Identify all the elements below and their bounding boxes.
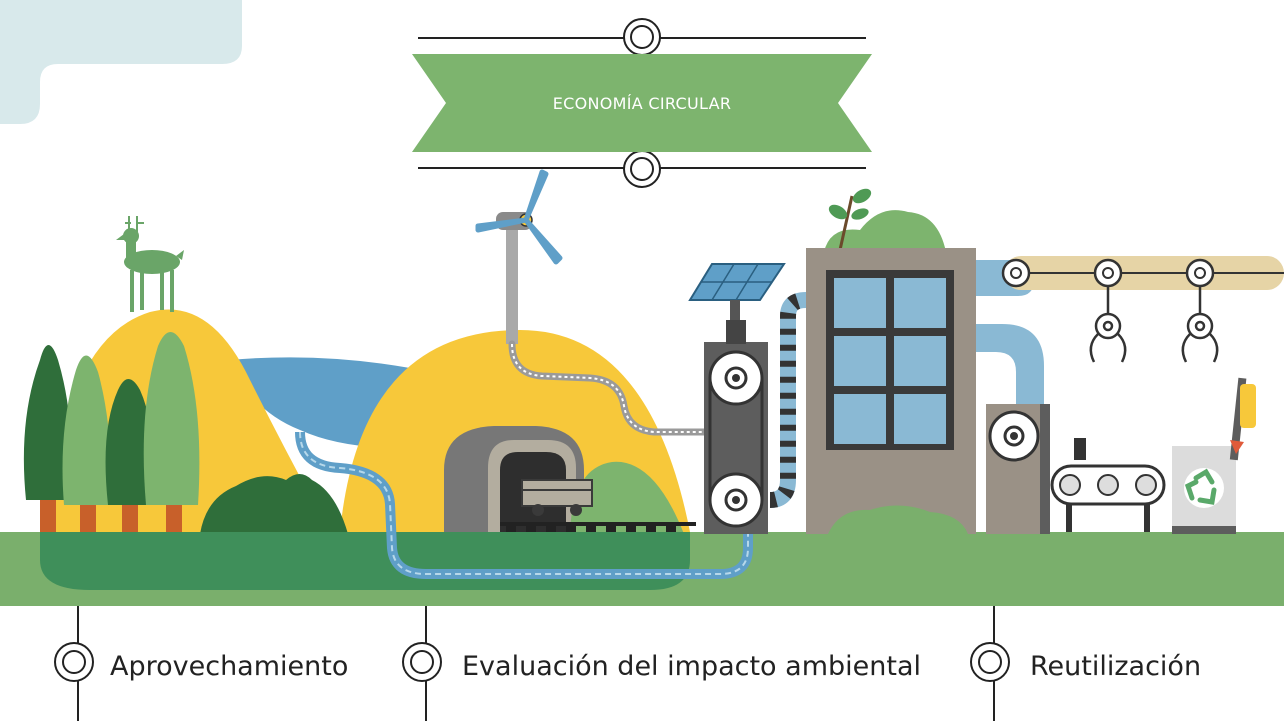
robotic-claw-icon [1181,286,1219,363]
plant-icon [828,188,872,251]
banner-frame [418,18,866,188]
press-machine [986,404,1050,534]
gear-icon [708,472,764,528]
robotic-claw-icon [1089,286,1127,363]
overhead-conveyor [1001,256,1284,290]
topic-aprovechamiento: Aprovechamiento [110,651,349,682]
factory-building [806,188,976,534]
timeline [54,606,1010,721]
deer-icon [116,216,184,312]
topic-evaluacion-impacto: Evaluación del impacto ambiental [462,651,921,682]
shrub [200,474,348,534]
lake [230,357,410,448]
corner-blob [0,0,242,124]
small-conveyor [1050,438,1166,532]
topic-reutilizacion: Reutilización [1030,651,1202,682]
recycle-icon [1184,468,1224,508]
ground-dark-patch [40,532,690,590]
factory-pipe-elbow [976,324,1044,406]
mine-cart-icon [500,479,696,534]
gear-icon [988,410,1040,462]
conveyor-tower [704,320,768,534]
banner-ribbon [412,54,872,152]
wind-turbine-icon [475,169,563,344]
trees [23,332,200,534]
gear-icon [708,350,764,406]
recycle-bin [1172,377,1256,534]
